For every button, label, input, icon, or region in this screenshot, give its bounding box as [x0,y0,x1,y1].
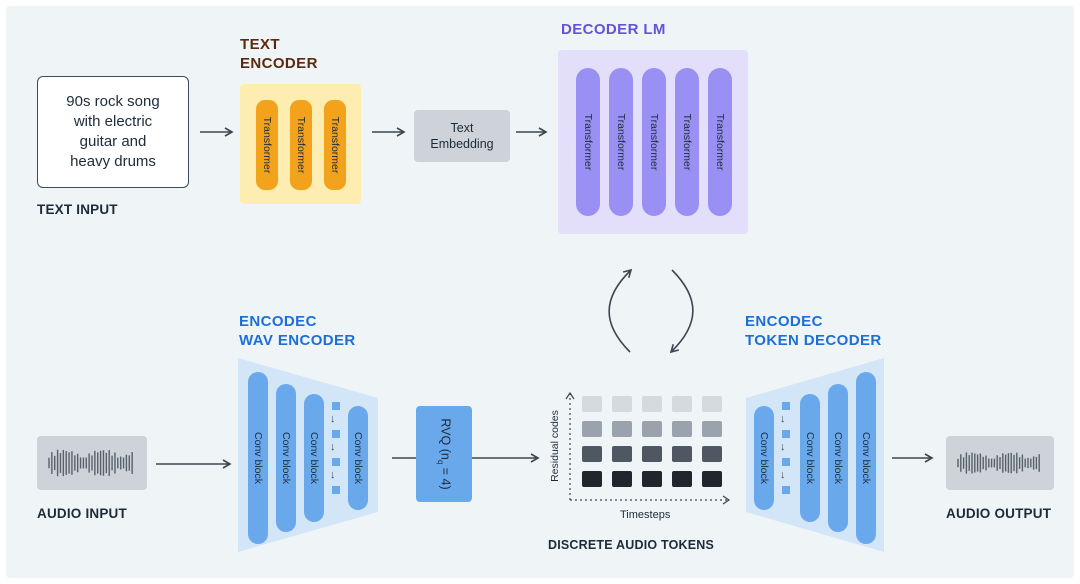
audio-token [672,396,692,412]
decoder-transformer: Transformer [576,68,600,216]
step-arrow-icon: ↓ [780,413,786,425]
decoder-conv-block: Conv block [800,394,820,522]
step-square [782,430,790,438]
audio-token [672,471,692,487]
encoder-downsample-steps: ↓ ↓ ↓ [328,402,344,510]
step-arrow-icon: ↓ [780,469,786,481]
step-square [782,402,790,410]
prompt-line: with electric [73,113,153,130]
waveform-icon [48,449,133,477]
decoder-upsample-steps: ↓ ↓ ↓ [778,402,794,510]
prompt-line: heavy drums [70,153,156,170]
decoder-conv-block: Conv block [828,384,848,532]
audio-output-caption: AUDIO OUTPUT [946,506,1052,521]
step-arrow-icon: ↓ [780,441,786,453]
text-embedding-box: Text Embedding [414,110,510,162]
audio-token [642,396,662,412]
audio-token [582,446,602,462]
decoder-transformer: Transformer [708,68,732,216]
timesteps-label: Timesteps [620,509,671,521]
audio-token [702,396,722,412]
step-square [332,486,340,494]
audio-token [582,471,602,487]
audio-token [582,396,602,412]
audio-token [612,471,632,487]
encodec-decoder-heading: ENCODEC TOKEN DECODER [745,313,882,349]
diagram-canvas: 90s rock song with electric guitar and h… [6,6,1074,578]
encodec-encoder-heading: ENCODEC WAV ENCODER [239,313,356,349]
step-arrow-icon: ↓ [330,413,336,425]
audio-token [672,421,692,437]
audio-token [702,471,722,487]
text-encoder-panel: Transformer Transformer Transformer [240,84,361,204]
step-arrow-icon: ↓ [330,441,336,453]
audio-output-box [946,436,1054,490]
step-square [782,458,790,466]
step-square [782,486,790,494]
step-square [332,430,340,438]
audio-token [642,446,662,462]
audio-token [702,446,722,462]
decoder-lm-heading: DECODER LM [561,21,666,38]
encoder-conv-block: Conv block [304,394,324,522]
encoder-conv-block: Conv block [276,384,296,532]
residual-axis-arrow-icon [565,391,575,400]
text-encoder-heading: TEXT ENCODER [240,36,318,72]
decoder-transformer: Transformer [675,68,699,216]
prompt-line: guitar and [79,133,147,150]
audio-input-caption: AUDIO INPUT [37,506,127,521]
waveform-icon [957,452,1040,474]
decoder-transformer: Transformer [642,68,666,216]
text-encoder-transformer: Transformer [256,100,278,190]
audio-input-box [37,436,147,490]
prompt-line: 90s rock song [66,93,160,110]
decoder-transformer: Transformer [609,68,633,216]
text-input-caption: TEXT INPUT [37,202,118,217]
audio-token [672,446,692,462]
step-square [332,458,340,466]
text-prompt-box: 90s rock song with electric guitar and h… [37,76,189,188]
step-square [332,402,340,410]
text-encoder-transformer: Transformer [324,100,346,190]
audio-token [612,396,632,412]
audio-token [612,421,632,437]
audio-token [642,471,662,487]
text-encoder-transformer: Transformer [290,100,312,190]
audio-token [612,446,632,462]
residual-codes-label: Residual codes [549,410,561,482]
audio-token [582,421,602,437]
cycle-arrow-up [608,268,633,353]
audio-token [702,421,722,437]
decoder-conv-block: Conv block [856,372,876,544]
tokens-caption: DISCRETE AUDIO TOKENS [548,538,715,552]
encoder-conv-block: Conv block [348,406,368,510]
rvq-box: RVQ (nq = 4) [416,406,472,502]
audio-token [642,421,662,437]
timesteps-axis-arrow-icon [722,495,731,505]
decoder-conv-block: Conv block [754,406,774,510]
decoder-lm-panel: Transformer Transformer Transformer Tran… [558,50,748,234]
token-grid [565,391,731,505]
cycle-arrow-down [669,269,694,354]
step-arrow-icon: ↓ [330,469,336,481]
encoder-conv-block: Conv block [248,372,268,544]
